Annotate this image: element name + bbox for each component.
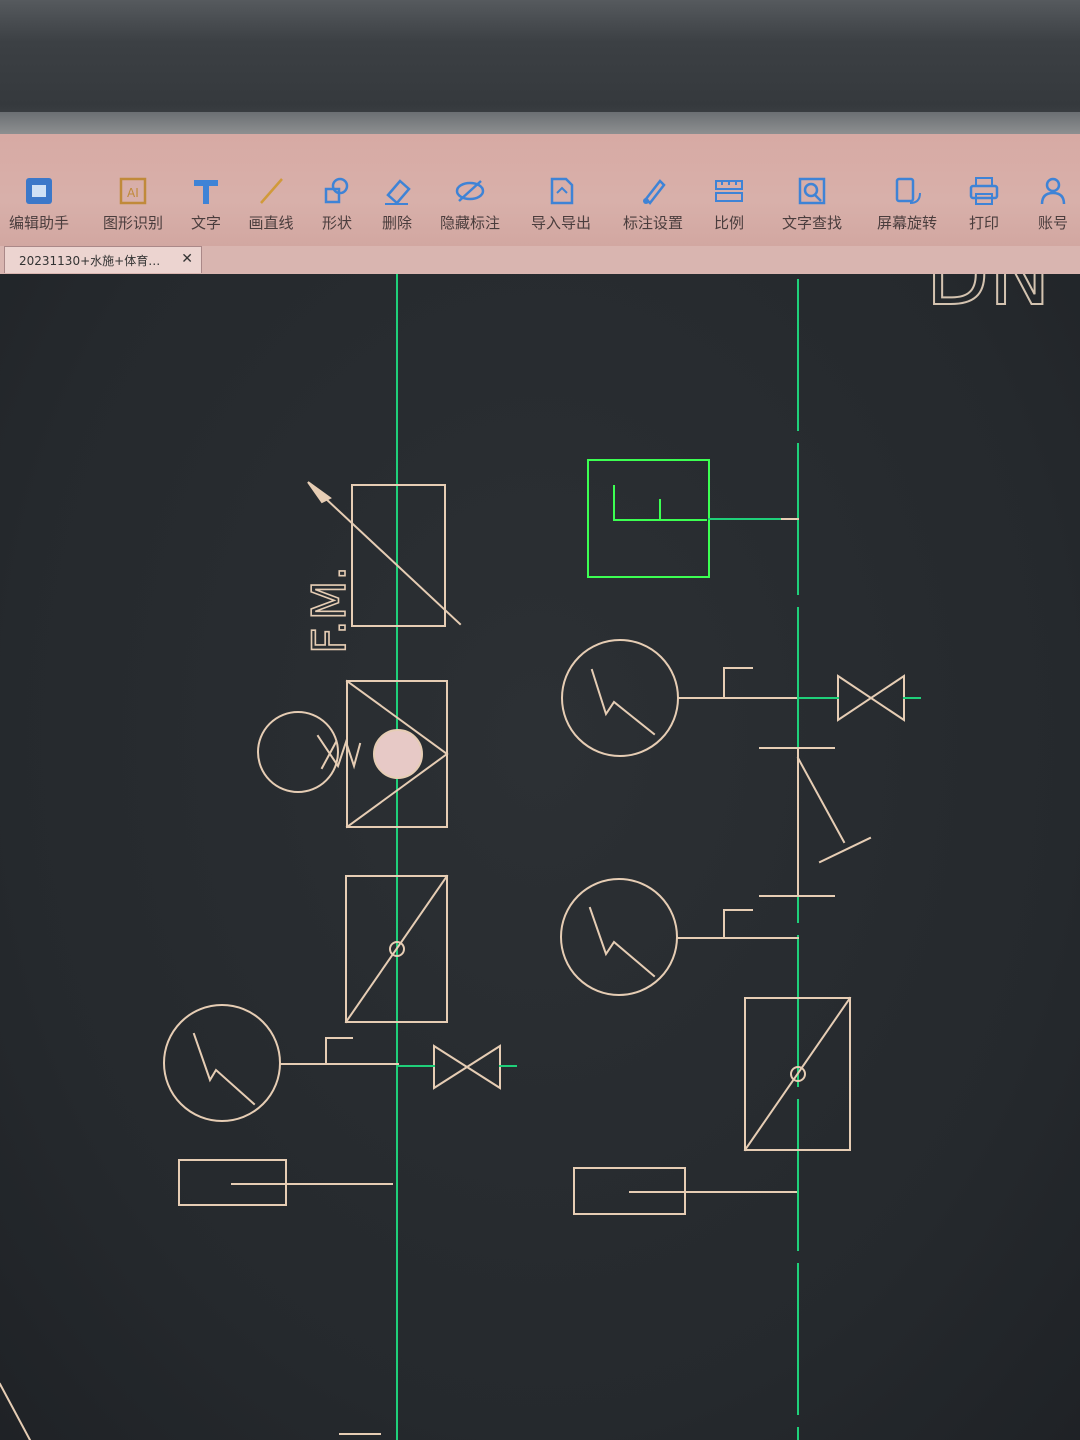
tool-label: 文字查找	[781, 214, 842, 232]
corner-text: DN	[926, 274, 1050, 324]
tool-scale[interactable]: 比例	[690, 174, 768, 242]
image-recognition-icon: AI	[113, 174, 153, 208]
tool-account[interactable]: 账号	[1014, 174, 1080, 242]
screen-rotate-icon	[887, 174, 927, 208]
tool-label: 打印	[968, 214, 999, 232]
text-icon	[186, 174, 226, 208]
partial-symbol-bottom	[0, 1382, 381, 1440]
tool-label: 文字	[190, 214, 221, 232]
toolbar: 编辑助手 AI 图形识别 文字 画直线 形状 删除 隐藏标注	[0, 134, 1080, 247]
gate-valve-right	[797, 674, 921, 722]
line-icon	[251, 174, 291, 208]
tool-image-recognition[interactable]: AI 图形识别	[94, 174, 172, 242]
tool-screen-rotate[interactable]: 屏幕旋转	[868, 174, 946, 242]
print-icon	[964, 174, 1004, 208]
tool-label: 导入导出	[530, 214, 591, 232]
drain-symbol-right	[573, 1167, 797, 1215]
tool-label: 屏幕旋转	[876, 214, 937, 232]
tool-label: 隐藏标注	[439, 214, 500, 232]
tool-label: 图形识别	[102, 214, 163, 232]
tool-label: 删除	[381, 214, 412, 232]
tool-label: 形状	[321, 214, 352, 232]
tab-title: 20231130+水施+体育…	[19, 253, 161, 268]
scale-icon	[709, 174, 749, 208]
pressure-gauge-left	[163, 1004, 399, 1122]
check-valve-symbol	[759, 747, 872, 897]
hide-annotation-icon	[450, 174, 490, 208]
tool-import-export[interactable]: 导入导出	[522, 174, 600, 242]
tool-label: 比例	[713, 214, 744, 232]
drawing-canvas[interactable]	[0, 274, 1080, 1440]
flow-meter-symbol	[307, 481, 462, 627]
account-icon	[1033, 174, 1073, 208]
close-icon[interactable]: ✕	[181, 251, 193, 267]
selection-box	[587, 459, 799, 578]
flow-meter-label: F.M.	[302, 566, 356, 654]
pressure-gauge-right-upper	[561, 639, 799, 757]
svg-text:AI: AI	[127, 186, 139, 200]
tool-annotation-settings[interactable]: 标注设置	[614, 174, 692, 242]
import-export-icon	[541, 174, 581, 208]
shape-icon	[317, 174, 357, 208]
tool-edit-assistant[interactable]: 编辑助手	[0, 174, 78, 242]
filter-symbol-left	[344, 874, 449, 1024]
tool-text-search[interactable]: 文字查找	[773, 174, 851, 242]
tool-line[interactable]: 画直线	[232, 174, 310, 242]
tool-label: 画直线	[248, 214, 294, 232]
tool-label: 账号	[1037, 214, 1068, 232]
drain-symbol-left	[178, 1159, 393, 1206]
tool-label: 编辑助手	[8, 214, 69, 232]
eraser-icon	[377, 174, 417, 208]
tool-print[interactable]: 打印	[945, 174, 1023, 242]
tab-bar: 20231130+水施+体育… ✕	[0, 246, 1080, 274]
tab-document[interactable]: 20231130+水施+体育… ✕	[4, 246, 202, 273]
pump-symbol	[257, 679, 449, 829]
tool-delete[interactable]: 删除	[358, 174, 436, 242]
gate-valve-left	[397, 1044, 517, 1090]
tool-hide-annotation[interactable]: 隐藏标注	[431, 174, 509, 242]
edit-assistant-icon	[19, 174, 59, 208]
text-search-icon	[792, 174, 832, 208]
tool-shape[interactable]: 形状	[298, 174, 376, 242]
monitor-bezel-edge	[0, 112, 1080, 134]
filter-symbol-right	[743, 996, 852, 1152]
annotation-settings-icon	[633, 174, 673, 208]
cad-drawing[interactable]: DN F.M.	[0, 274, 1080, 1440]
pressure-gauge-right-lower	[560, 878, 799, 996]
tool-label: 标注设置	[622, 214, 683, 232]
tool-text[interactable]: 文字	[167, 174, 245, 242]
